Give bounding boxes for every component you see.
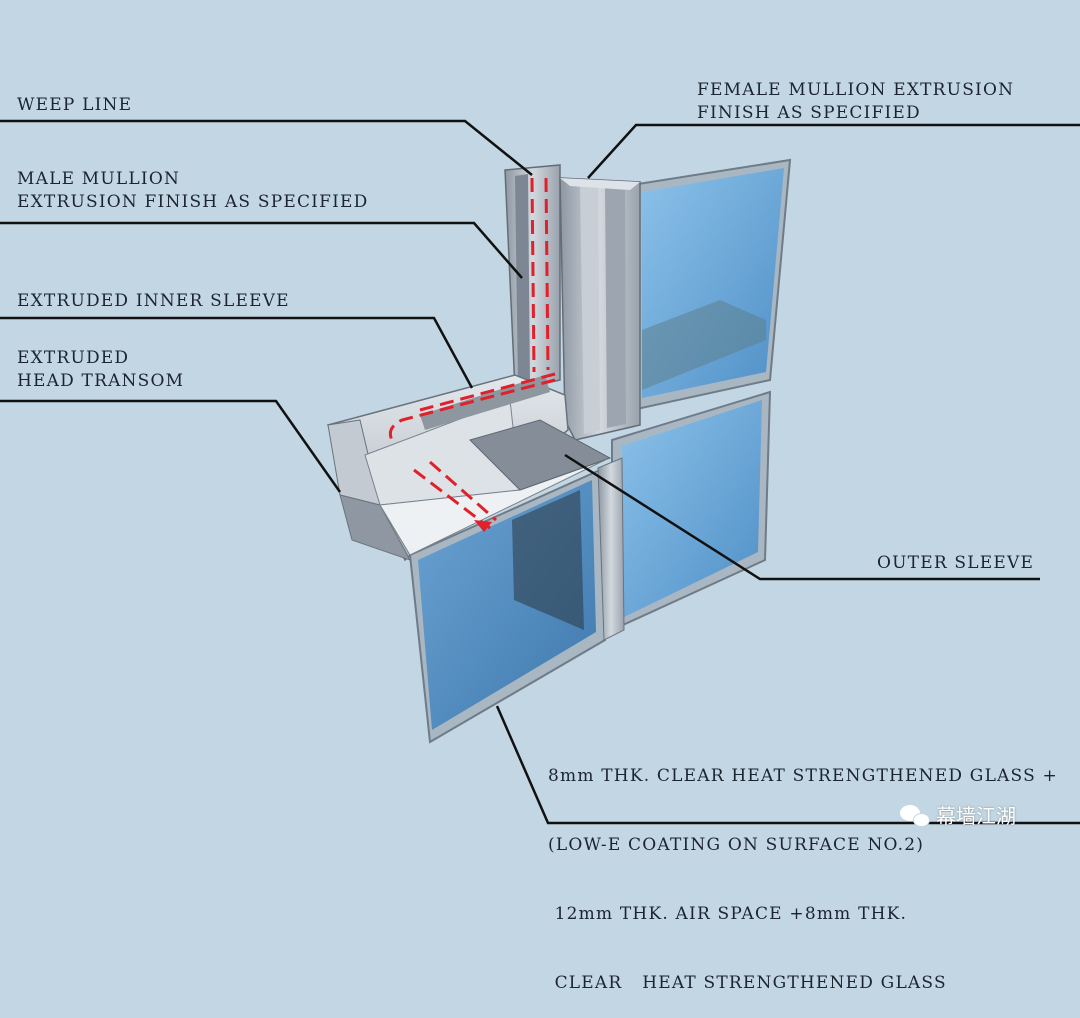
label-female-mullion: FEMALE MULLION EXTRUSION FINISH AS SPECI… (697, 79, 1014, 125)
wechat-icon (900, 803, 930, 827)
leader-female-mullion (587, 123, 1080, 179)
glass-spec-line-1: 8mm THK. CLEAR HEAT STRENGTHENED GLASS + (548, 766, 1058, 786)
leader-male-mullion (0, 221, 523, 279)
lower-right-glass-panel (611, 390, 772, 632)
head-transom-line-2: HEAD TRANSOM (17, 371, 185, 391)
glass-spec-line-4: CLEAR HEAT STRENGTHENED GLASS (548, 973, 947, 993)
leader-weep-line (0, 119, 533, 176)
upper-right-glass-panel (631, 158, 792, 412)
weep-path (388, 177, 556, 530)
male-mullion-line-1: MALE MULLION (17, 169, 181, 189)
label-male-mullion: MALE MULLION EXTRUSION FINISH AS SPECIFI… (17, 168, 368, 214)
head-transom-line-1: EXTRUDED (17, 348, 130, 368)
female-mullion-line-2: FINISH AS SPECIFIED (697, 103, 921, 123)
lower-vertical-mullion (597, 457, 625, 641)
outer-sleeve (469, 419, 612, 491)
leader-glass-spec (495, 705, 1080, 825)
curtain-wall-diagram (0, 119, 1080, 825)
glass-spec-line-3: 12mm THK. AIR SPACE +8mm THK. (548, 904, 908, 924)
watermark-text: 幕墙江湖 (936, 804, 1016, 828)
watermark: 幕墙江湖 (900, 800, 1016, 829)
label-outer-sleeve: OUTER SLEEVE (877, 552, 1034, 575)
female-mullion-line-1: FEMALE MULLION EXTRUSION (697, 80, 1015, 100)
inner-sleeve-text: EXTRUDED INNER SLEEVE (17, 291, 290, 311)
leader-head-transom (0, 399, 342, 493)
head-transom (326, 374, 606, 562)
leader-inner-sleeve (0, 316, 474, 389)
female-mullion (559, 177, 641, 441)
weep-arrow-head (474, 520, 492, 532)
label-weep-line: WEEP LINE (17, 94, 132, 117)
male-mullion-line-2: EXTRUSION FINISH AS SPECIFIED (17, 192, 369, 212)
label-extruded-inner-sleeve: EXTRUDED INNER SLEEVE (17, 290, 290, 313)
outer-sleeve-text: OUTER SLEEVE (877, 553, 1035, 573)
leader-outer-sleeve (564, 453, 1040, 581)
weep-line-text: WEEP LINE (17, 95, 133, 115)
glass-spec-line-2: (LOW-E COATING ON SURFACE NO.2) (548, 835, 925, 855)
leader-lines (0, 119, 1080, 825)
label-extruded-head-transom: EXTRUDED HEAD TRANSOM (17, 347, 184, 393)
lower-left-glass-panel (408, 468, 607, 744)
label-glass-spec: 8mm THK. CLEAR HEAT STRENGTHENED GLASS +… (548, 719, 1058, 1018)
